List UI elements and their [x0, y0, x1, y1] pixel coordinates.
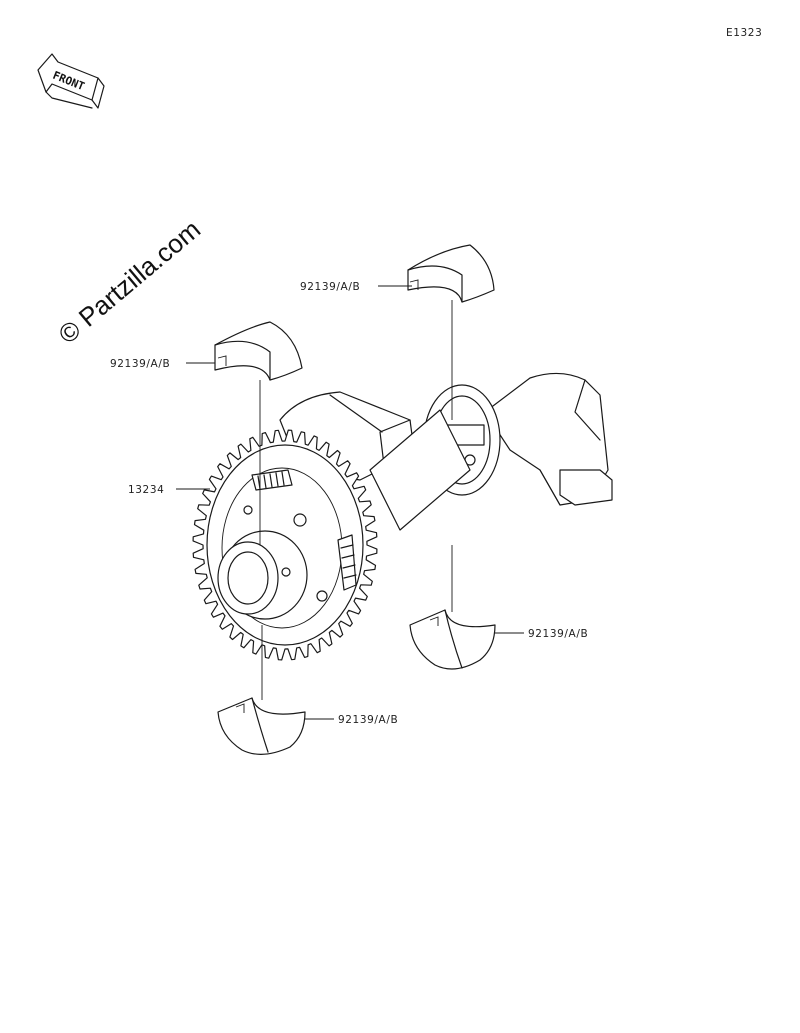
leader-lines: [176, 285, 524, 720]
bearing-shell-bottom-left: [217, 697, 306, 755]
callout-bearing-top-left: 92139/A/B: [110, 358, 170, 370]
bearing-shell-top-right: [407, 244, 495, 303]
front-arrow-icon: FRONT: [37, 53, 105, 109]
callout-bearing-top-right: 92139/A/B: [300, 281, 360, 293]
diagram-code: E1323: [726, 27, 762, 39]
bearing-shell-bottom-right: [409, 609, 496, 670]
callout-balancer-shaft: 13234: [128, 484, 164, 496]
callout-bearing-bottom-left: 92139/A/B: [338, 714, 398, 726]
callout-bearing-bottom-right: 92139/A/B: [528, 628, 588, 640]
bearing-shell-top-left: [214, 321, 303, 381]
balancer-shaft-13234: [192, 372, 613, 661]
watermark: © Partzilla.com: [53, 214, 206, 350]
